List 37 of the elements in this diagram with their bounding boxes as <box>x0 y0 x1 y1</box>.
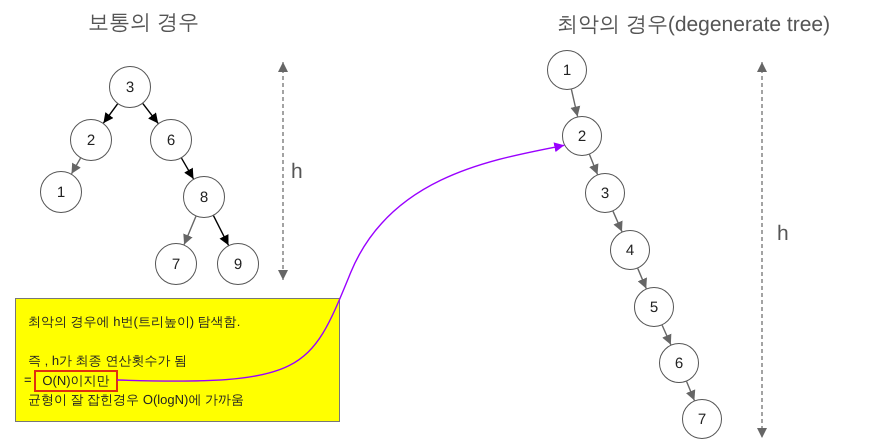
tree-node-circle: 7 <box>155 243 197 285</box>
arrow <box>142 103 159 124</box>
arrow <box>612 211 623 232</box>
tree-node-circle: 2 <box>70 119 112 161</box>
tree-node-circle: 9 <box>217 243 259 285</box>
tree-node-circle: 2 <box>562 116 602 156</box>
tree-node-circle: 7 <box>682 399 722 439</box>
tree-node-circle: 6 <box>659 343 699 383</box>
heading: 보통의 경우 <box>88 10 199 36</box>
height-label: h <box>777 222 789 246</box>
tree-node-circle: 3 <box>109 66 151 108</box>
note-text: = <box>24 372 32 387</box>
note-text: 균형이 잘 잡힌경우 O(logN)에 가까움 <box>28 391 244 409</box>
highlight-box: O(N)이지만 <box>34 370 118 392</box>
arrow <box>116 142 564 382</box>
tree-node-circle: 3 <box>585 173 625 213</box>
arrow <box>662 324 672 346</box>
arrow <box>588 154 598 175</box>
tree-node-circle: 1 <box>40 171 82 213</box>
tree-node-circle: 1 <box>547 50 587 90</box>
arrow <box>212 215 230 246</box>
arrow <box>686 381 696 401</box>
tree-node-circle: 4 <box>610 230 650 270</box>
arrow <box>637 268 647 289</box>
note-text: 즉 , h가 최종 연산횟수가 됨 <box>28 352 187 370</box>
heading: 최악의 경우(degenerate tree) <box>557 12 830 38</box>
arrow <box>180 158 194 180</box>
tree-node-circle: 6 <box>150 119 192 161</box>
tree-node-circle: 8 <box>183 176 225 218</box>
arrow <box>570 89 580 117</box>
note-text: 최악의 경우에 h번(트리높이) 탐색함. <box>28 313 240 331</box>
arrow <box>102 104 118 124</box>
height-label: h <box>291 160 303 184</box>
tree-node-circle: 5 <box>634 287 674 327</box>
note-box <box>15 298 340 422</box>
arrow <box>70 158 82 174</box>
arrow <box>183 216 197 245</box>
